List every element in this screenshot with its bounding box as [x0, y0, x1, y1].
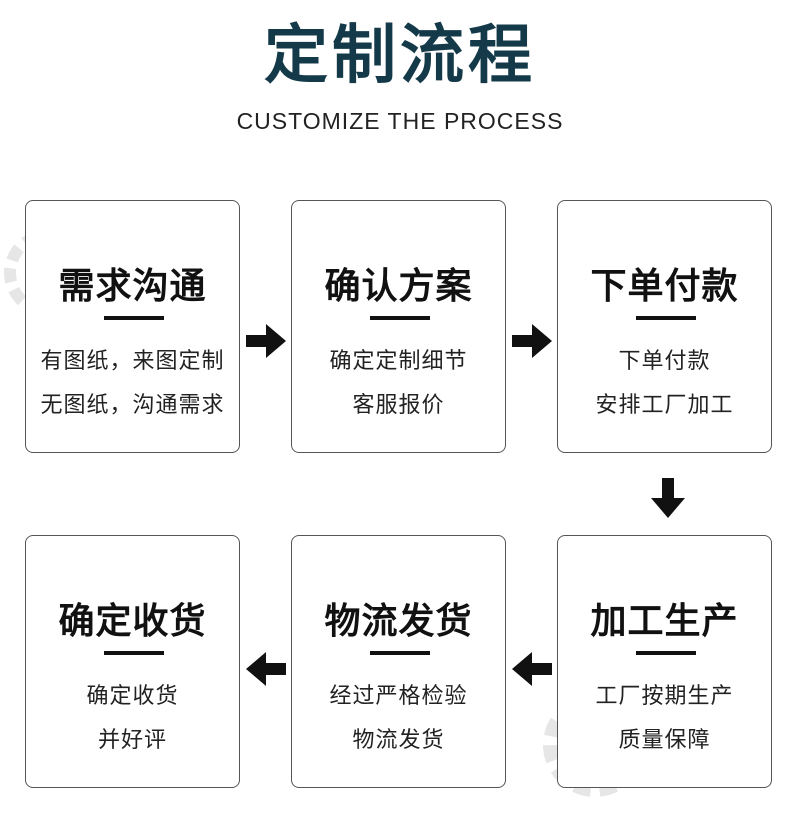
step-detail-1: 工厂按期生产 [595, 684, 734, 709]
step-detail-1: 确定定制细节 [329, 349, 468, 374]
step-heading: 确认方案 [324, 266, 473, 307]
step-heading: 加工生产 [590, 601, 739, 642]
heading-underline [370, 316, 430, 320]
step-detail-2: 质量保障 [618, 728, 711, 753]
step-detail-1: 有图纸，来图定制 [40, 349, 225, 374]
step-card-4: 加工生产 工厂按期生产 质量保障 [557, 535, 772, 788]
step-detail-1: 经过严格检验 [329, 684, 468, 709]
arrow-right-icon [246, 324, 286, 358]
heading-underline [636, 316, 696, 320]
step-detail-1: 确定收货 [86, 684, 179, 709]
step-card-6: 确定收货 确定收货 并好评 [25, 535, 240, 788]
step-detail-2: 客服报价 [352, 393, 445, 418]
step-detail-2: 无图纸，沟通需求 [40, 393, 225, 418]
step-heading: 物流发货 [324, 601, 473, 642]
step-card-1: 需求沟通 有图纸，来图定制 无图纸，沟通需求 [25, 200, 240, 453]
page-title: 定制流程 [264, 19, 536, 93]
page-subtitle: CUSTOMIZE THE PROCESS [236, 108, 564, 134]
heading-underline [636, 651, 696, 655]
arrow-down-icon [651, 478, 685, 518]
step-detail-1: 下单付款 [618, 349, 711, 374]
step-card-5: 物流发货 经过严格检验 物流发货 [291, 535, 506, 788]
arrow-right-icon [512, 324, 552, 358]
arrow-left-icon [512, 652, 552, 686]
heading-underline [104, 316, 164, 320]
step-detail-2: 并好评 [97, 728, 167, 753]
step-card-3: 下单付款 下单付款 安排工厂加工 [557, 200, 772, 453]
heading-underline [104, 651, 164, 655]
step-heading: 需求沟通 [58, 266, 207, 307]
step-card-2: 确认方案 确定定制细节 客服报价 [291, 200, 506, 453]
heading-underline [370, 651, 430, 655]
step-detail-2: 物流发货 [352, 728, 445, 753]
step-detail-2: 安排工厂加工 [595, 393, 734, 418]
step-heading: 下单付款 [590, 266, 739, 307]
arrow-left-icon [246, 652, 286, 686]
step-heading: 确定收货 [58, 601, 207, 642]
